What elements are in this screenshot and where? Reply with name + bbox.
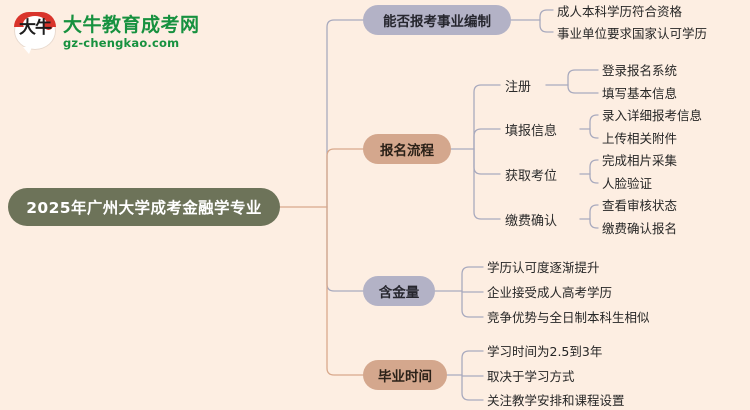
logo-speech-bubble-icon: 大牛 xyxy=(14,12,56,54)
leaf-label[interactable]: 人脸验证 xyxy=(602,174,652,191)
subbranch-text: 填报信息 xyxy=(505,123,558,139)
leaf-text: 成人本科学历符合资格 xyxy=(557,4,683,19)
leaf-label[interactable]: 缴费确认报名 xyxy=(602,219,677,236)
leaf-text: 取决于学习方式 xyxy=(487,369,575,384)
leaf-label[interactable]: 关注教学安排和课程设置 xyxy=(487,391,625,408)
leaf-text: 查看审核状态 xyxy=(602,198,678,213)
leaf-text: 学习时间为2.5到3年 xyxy=(487,344,603,359)
subbranch-label-1[interactable]: 填报信息 xyxy=(505,120,558,139)
leaf-label[interactable]: 登录报名系统 xyxy=(602,61,677,78)
leaf-text: 企业接受成人高考学历 xyxy=(487,285,613,300)
branch-node-0-label: 能否报考事业编制 xyxy=(383,14,491,30)
branch-node-2[interactable]: 含金量 xyxy=(363,276,435,306)
leaf-label[interactable]: 学习时间为2.5到3年 xyxy=(487,342,602,359)
leaf-label[interactable]: 录入详细报考信息 xyxy=(602,106,702,123)
subbranch-label-2[interactable]: 获取考位 xyxy=(505,165,558,184)
leaf-label[interactable]: 企业接受成人高考学历 xyxy=(487,283,612,300)
logo-text-block: 大牛教育成考网 gz-chengkao.com xyxy=(63,13,200,52)
leaf-label[interactable]: 取决于学习方式 xyxy=(487,367,575,384)
leaf-text: 学历认可度逐渐提升 xyxy=(487,260,600,275)
leaf-label[interactable]: 完成相片采集 xyxy=(602,151,677,168)
leaf-label[interactable]: 事业单位要求国家认可学历 xyxy=(557,24,707,41)
branch-node-3[interactable]: 毕业时间 xyxy=(363,360,447,390)
subbranch-label-3[interactable]: 缴费确认 xyxy=(505,210,558,229)
logo-mark-text: 大牛 xyxy=(19,18,52,38)
leaf-text: 录入详细报考信息 xyxy=(602,108,703,123)
branch-node-2-label: 含金量 xyxy=(378,285,420,301)
leaf-text: 完成相片采集 xyxy=(602,153,678,168)
logo-site-name: 大牛教育成考网 xyxy=(63,13,200,36)
leaf-label[interactable]: 学历认可度逐渐提升 xyxy=(487,258,600,275)
root-node[interactable]: 2025年广州大学成考金融学专业 xyxy=(8,188,280,226)
leaf-text: 缴费确认报名 xyxy=(602,221,678,236)
leaf-label[interactable]: 竞争优势与全日制本科生相似 xyxy=(487,308,650,325)
leaf-label[interactable]: 成人本科学历符合资格 xyxy=(557,2,682,19)
branch-node-1-label: 报名流程 xyxy=(380,143,434,159)
leaf-text: 竞争优势与全日制本科生相似 xyxy=(487,310,650,325)
leaf-label[interactable]: 查看审核状态 xyxy=(602,196,677,213)
leaf-text: 关注教学安排和课程设置 xyxy=(487,393,625,408)
branch-node-0[interactable]: 能否报考事业编制 xyxy=(363,5,511,35)
subbranch-text: 缴费确认 xyxy=(505,213,558,229)
subbranch-text: 获取考位 xyxy=(505,168,558,184)
site-logo: 大牛 大牛教育成考网 gz-chengkao.com xyxy=(14,8,204,58)
branch-node-3-label: 毕业时间 xyxy=(378,369,432,385)
leaf-label[interactable]: 上传相关附件 xyxy=(602,129,677,146)
leaf-text: 填写基本信息 xyxy=(602,86,678,101)
leaf-text: 上传相关附件 xyxy=(602,131,678,146)
leaf-text: 事业单位要求国家认可学历 xyxy=(557,26,708,41)
root-node-label: 2025年广州大学成考金融学专业 xyxy=(26,199,262,217)
leaf-label[interactable]: 填写基本信息 xyxy=(602,84,677,101)
logo-site-url: gz-chengkao.com xyxy=(63,36,180,51)
leaf-text: 人脸验证 xyxy=(602,176,653,191)
leaf-text: 登录报名系统 xyxy=(602,63,678,78)
subbranch-text: 注册 xyxy=(505,79,532,95)
branch-node-1[interactable]: 报名流程 xyxy=(363,134,451,164)
subbranch-label-0[interactable]: 注册 xyxy=(505,76,532,95)
